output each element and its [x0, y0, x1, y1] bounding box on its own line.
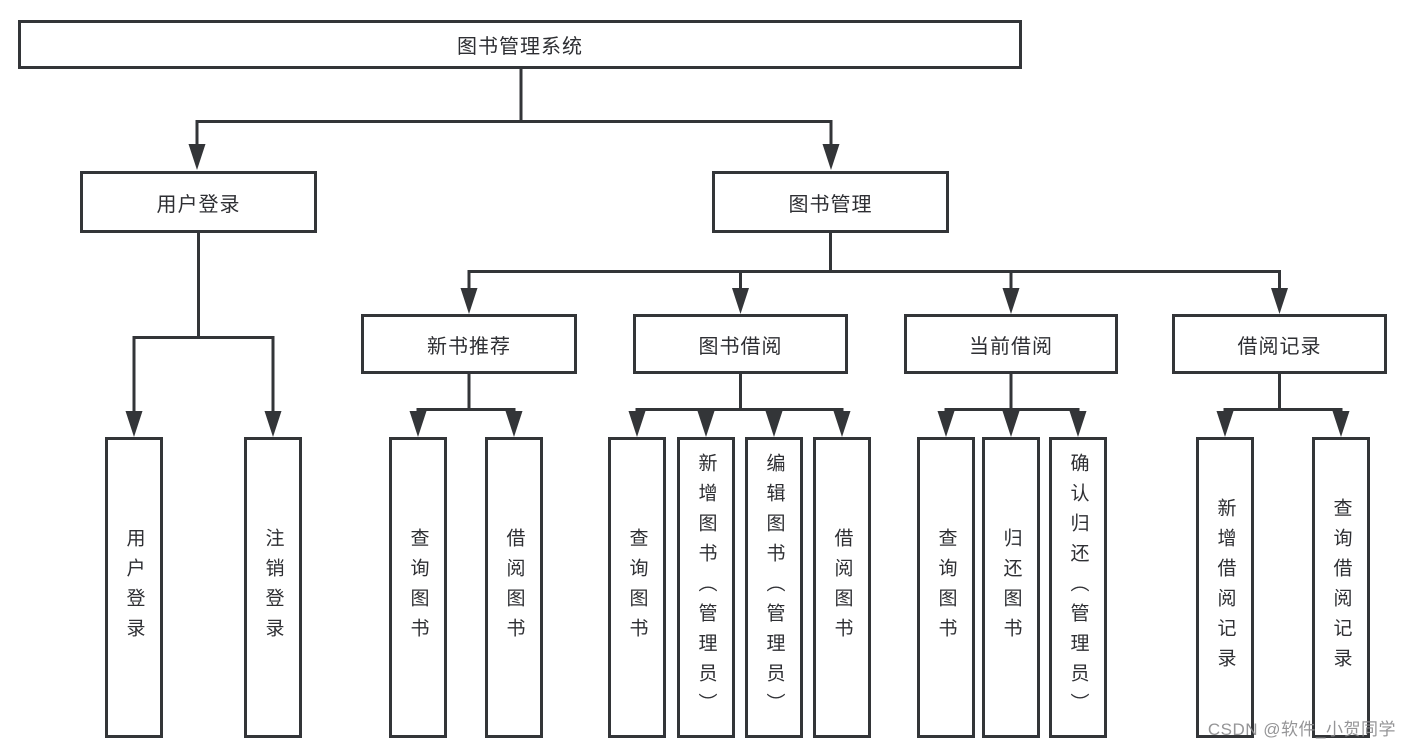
leaf-cb-confirm-return-admin-label: 确认归还（管理员） [1067, 452, 1089, 723]
node-current-borrow: 当前借阅 [904, 314, 1118, 374]
leaf-logout-label: 注销登录 [262, 527, 284, 648]
connector-new-book-to-leaves [416, 374, 516, 416]
arrowhead [1271, 288, 1288, 314]
leaf-nb-query-books-label: 查询图书 [407, 527, 429, 648]
node-book-borrow-label: 图书借阅 [698, 335, 783, 358]
arrowhead [505, 411, 523, 437]
leaf-nb-borrow-books: 借阅图书 [485, 437, 543, 738]
node-book-management-label: 图书管理 [788, 193, 873, 216]
leaf-logout: 注销登录 [244, 437, 302, 738]
connector-root-to-level2 [195, 68, 833, 150]
arrowheads [125, 144, 1350, 437]
leaf-user-login-label: 用户登录 [123, 527, 145, 648]
node-system-root: 图书管理系统 [18, 20, 1022, 69]
watermark-text: CSDN @软件_小贺同学 [1207, 720, 1396, 739]
leaf-bb-add-books-admin-label: 新增图书（管理员） [695, 452, 717, 723]
arrowhead [1069, 411, 1087, 437]
arrowhead [732, 288, 749, 314]
arrowhead [409, 411, 427, 437]
leaf-bb-query-books-label: 查询图书 [626, 527, 648, 648]
leaf-br-add-record: 新增借阅记录 [1196, 437, 1254, 738]
node-book-management: 图书管理 [712, 171, 949, 233]
arrowhead [264, 411, 282, 437]
connector-borrow-records-to-leaves [1223, 374, 1343, 416]
leaf-bb-borrow-books-label: 借阅图书 [831, 527, 853, 648]
leaf-cb-return-books: 归还图书 [982, 437, 1040, 738]
leaf-br-query-record: 查询借阅记录 [1312, 437, 1370, 738]
leaf-cb-query-books-label: 查询图书 [935, 527, 957, 648]
node-new-book-recommend-label: 新书推荐 [427, 335, 511, 358]
leaf-cb-return-books-label: 归还图书 [1000, 527, 1022, 648]
leaf-br-query-record-label: 查询借阅记录 [1330, 497, 1352, 678]
arrowhead [937, 411, 955, 437]
arrowhead [1332, 411, 1350, 437]
leaf-bb-add-books-admin: 新增图书（管理员） [677, 437, 735, 738]
arrowhead [125, 411, 143, 437]
arrowhead [833, 411, 851, 437]
arrowhead [628, 411, 646, 437]
leaf-br-add-record-label: 新增借阅记录 [1214, 497, 1236, 678]
leaf-nb-query-books: 查询图书 [389, 437, 447, 738]
arrowhead [1002, 288, 1020, 314]
leaf-cb-confirm-return-admin: 确认归还（管理员） [1049, 437, 1107, 738]
leaf-bb-edit-books-admin: 编辑图书（管理员） [745, 437, 803, 738]
connector-book-management-to-level3 [467, 233, 1281, 294]
node-new-book-recommend: 新书推荐 [361, 314, 577, 374]
leaf-bb-edit-books-admin-label: 编辑图书（管理员） [763, 452, 785, 723]
leaf-nb-borrow-books-label: 借阅图书 [503, 527, 525, 648]
arrowhead [188, 144, 206, 170]
node-book-borrow: 图书借阅 [633, 314, 848, 374]
arrowhead [1002, 411, 1020, 437]
leaf-bb-query-books: 查询图书 [608, 437, 666, 738]
arrowhead [697, 411, 715, 437]
connector-current-borrow-to-leaves [944, 374, 1080, 416]
leaf-user-login: 用户登录 [105, 437, 163, 738]
leaf-cb-query-books: 查询图书 [917, 437, 975, 738]
node-current-borrow-label: 当前借阅 [969, 335, 1053, 358]
node-user-login: 用户登录 [80, 171, 317, 233]
node-borrow-records: 借阅记录 [1172, 314, 1387, 374]
node-borrow-records-label: 借阅记录 [1237, 335, 1322, 358]
node-user-login-label: 用户登录 [156, 193, 241, 216]
node-system-root-label: 图书管理系统 [457, 36, 583, 58]
connector-book-borrow-to-leaves [635, 374, 844, 416]
connector-user-login-to-leaves [132, 233, 275, 416]
arrowhead [460, 288, 478, 314]
arrowhead [1216, 411, 1234, 437]
arrowhead [822, 144, 840, 170]
leaf-bb-borrow-books: 借阅图书 [813, 437, 871, 738]
connector-lines [132, 68, 1343, 416]
arrowhead [765, 411, 783, 437]
